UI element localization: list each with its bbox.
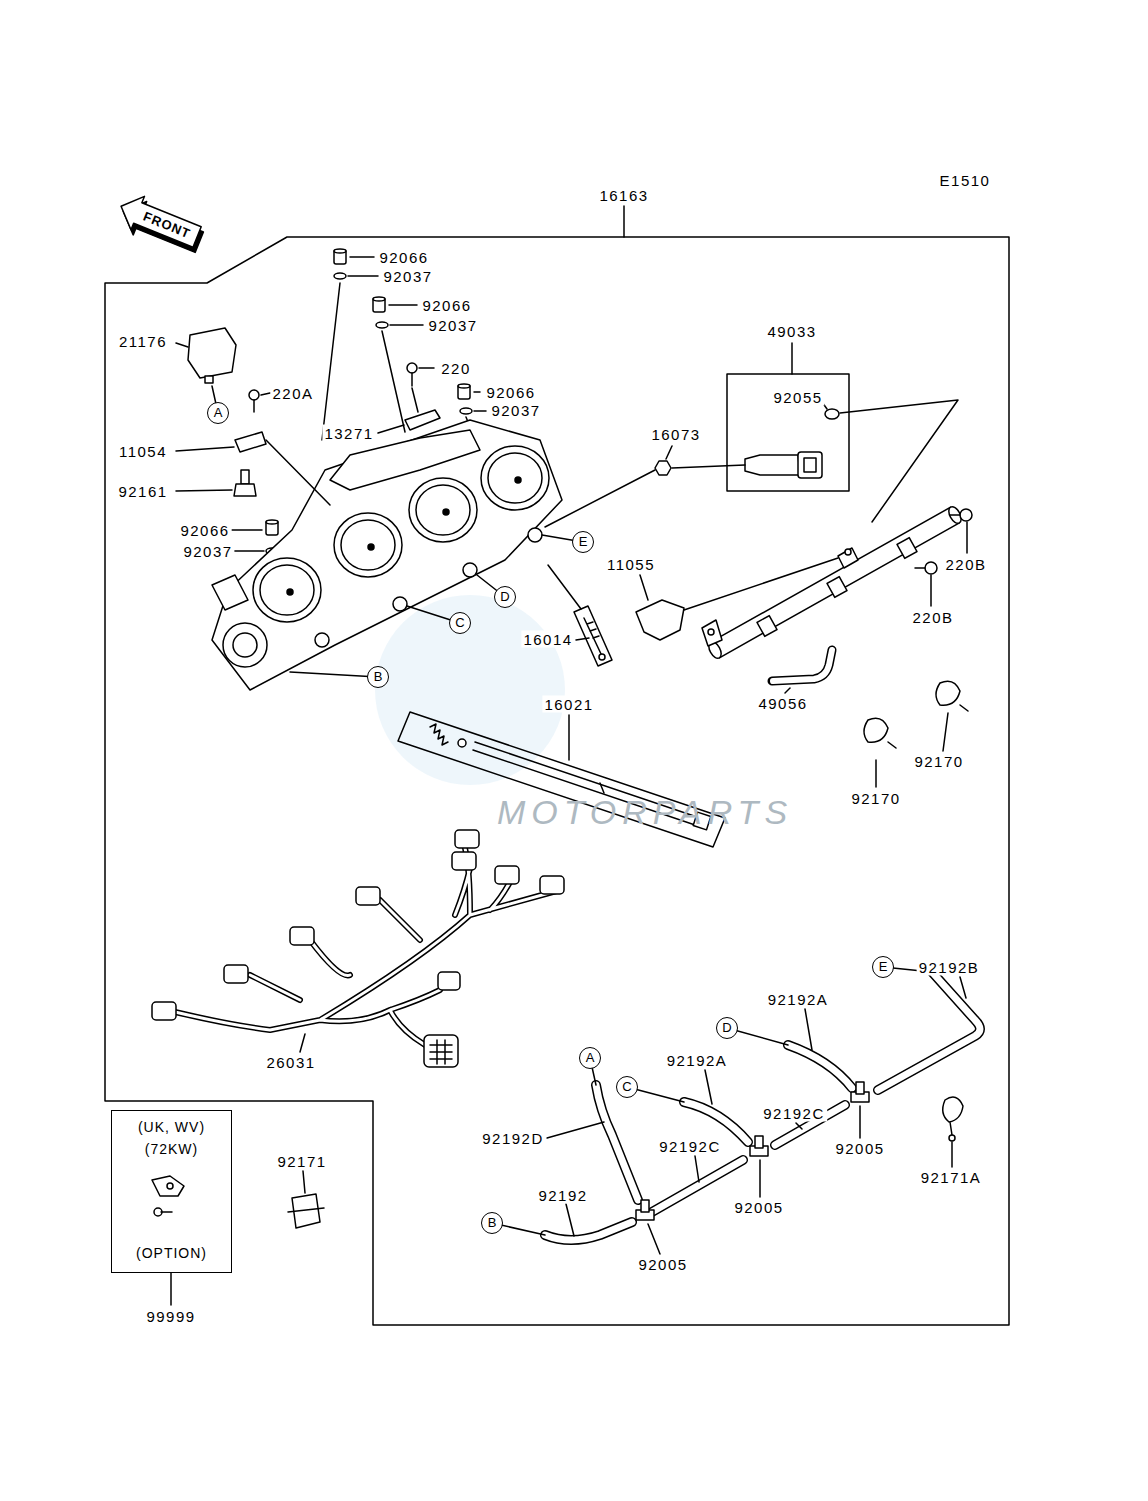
clamp bbox=[864, 718, 896, 748]
throttle-body bbox=[212, 420, 562, 690]
assembly-frame bbox=[105, 237, 1009, 1325]
part-number: 16014 bbox=[521, 631, 574, 648]
reference-circle: C bbox=[449, 612, 471, 634]
reference-circle: E bbox=[572, 531, 594, 553]
part-number: 13271 bbox=[322, 425, 375, 442]
part-number: 220B bbox=[943, 556, 988, 573]
nut bbox=[655, 461, 671, 475]
watermark: MOTORPARTS bbox=[497, 794, 793, 830]
part-number: 92005 bbox=[636, 1256, 689, 1273]
sensor-parts bbox=[188, 328, 440, 496]
part-number: 92066 bbox=[178, 522, 231, 539]
reference-letter: A bbox=[214, 406, 223, 420]
clamp bbox=[936, 681, 968, 711]
part-number: 92192A bbox=[766, 991, 831, 1008]
part-number: 92192A bbox=[665, 1052, 730, 1069]
reference-letter: C bbox=[622, 1080, 631, 1094]
part-number: 220B bbox=[910, 609, 955, 626]
part-number: 92192D bbox=[480, 1130, 546, 1147]
part-number: 92171A bbox=[919, 1169, 984, 1186]
reference-circle: D bbox=[716, 1017, 738, 1039]
watermark-globe bbox=[375, 595, 565, 785]
part-number: 92037 bbox=[489, 402, 542, 419]
part-number: 16073 bbox=[649, 426, 702, 443]
part-number: 92055 bbox=[771, 389, 824, 406]
part-number: 92005 bbox=[833, 1140, 886, 1157]
option-bracket bbox=[152, 1176, 184, 1216]
reference-letter: E bbox=[579, 535, 588, 549]
part-number: 92170 bbox=[912, 753, 965, 770]
injector bbox=[745, 409, 839, 478]
part-number: 92037 bbox=[381, 268, 434, 285]
reference-letter: A bbox=[586, 1051, 595, 1065]
clamp bbox=[943, 1097, 963, 1135]
reference-letter: C bbox=[455, 616, 464, 630]
reference-circle: B bbox=[481, 1212, 503, 1234]
figure-code: E1510 bbox=[938, 172, 993, 189]
part-number: 92192B bbox=[917, 959, 982, 976]
reference-letter: D bbox=[500, 590, 509, 604]
reference-circle: A bbox=[579, 1047, 601, 1069]
reference-letter: E bbox=[879, 960, 888, 974]
part-number: 92170 bbox=[849, 790, 902, 807]
part-number: 92066 bbox=[484, 384, 537, 401]
part-number: 26031 bbox=[264, 1054, 317, 1071]
part-number: 92066 bbox=[377, 249, 430, 266]
part-number: 49056 bbox=[756, 695, 809, 712]
part-number: 92161 bbox=[116, 483, 169, 500]
fuel-rail bbox=[702, 505, 972, 661]
part-number: 16021 bbox=[542, 696, 595, 713]
part-number: 21176 bbox=[117, 333, 169, 350]
part-number: 11054 bbox=[117, 443, 169, 460]
part-number: 92066 bbox=[420, 297, 473, 314]
reference-circle: A bbox=[207, 402, 229, 424]
hoses bbox=[545, 972, 980, 1240]
front-arrow bbox=[113, 190, 208, 259]
reference-circle: C bbox=[616, 1076, 638, 1098]
part-number: 92037 bbox=[181, 543, 234, 560]
reference-circle: D bbox=[494, 586, 516, 608]
wire-harness bbox=[152, 830, 564, 1067]
part-number: 11055 bbox=[605, 556, 657, 573]
part-number: 92171 bbox=[275, 1153, 328, 1170]
part-number: 49033 bbox=[765, 323, 818, 340]
part-number: 16163 bbox=[597, 187, 650, 204]
reference-letter: D bbox=[722, 1021, 731, 1035]
reference-letter: B bbox=[374, 670, 383, 684]
part-number: 92192C bbox=[657, 1138, 723, 1155]
part-number: 92192C bbox=[761, 1105, 827, 1122]
reference-circle: B bbox=[367, 666, 389, 688]
bracket bbox=[636, 600, 684, 640]
option-note: (72KW) bbox=[112, 1141, 231, 1157]
reference-letter: B bbox=[488, 1216, 497, 1230]
part-number: 92037 bbox=[426, 317, 479, 334]
option-box: (UK, WV) (72KW) (OPTION) bbox=[111, 1110, 232, 1273]
reference-circle: E bbox=[872, 956, 894, 978]
part-number: 92192 bbox=[536, 1187, 589, 1204]
part-number: 220 bbox=[439, 360, 473, 377]
option-note: (UK, WV) bbox=[112, 1119, 231, 1135]
part-number: 99999 bbox=[144, 1308, 197, 1325]
part-number: 92005 bbox=[732, 1199, 785, 1216]
part-number: 220A bbox=[270, 385, 315, 402]
option-note: (OPTION) bbox=[112, 1245, 231, 1261]
